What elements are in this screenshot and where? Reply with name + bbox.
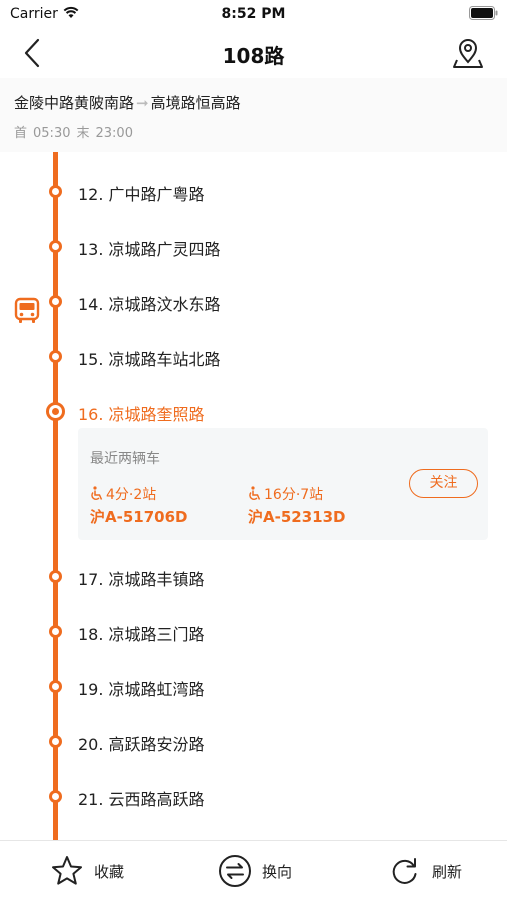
route-hours: 首 05:30 末 23:00 xyxy=(14,122,139,141)
refresh-label: 刷新 xyxy=(432,862,463,881)
bus-eta-text: 16分·7站 xyxy=(264,487,324,503)
arrival-card-title: 最近两辆车 xyxy=(90,451,160,467)
bus-eta: 4分·2站 xyxy=(90,484,156,504)
bus-icon xyxy=(14,297,40,323)
route-track-line xyxy=(53,152,58,840)
route-direction: 金陵中路黄陂南路➞高境路恒高路 xyxy=(14,92,241,113)
station-item[interactable]: 13. 凉城路广灵四路 xyxy=(78,240,221,259)
switch-direction-button[interactable]: 换向 xyxy=(218,854,292,888)
station-item[interactable]: 21. 云西路高跃路 xyxy=(78,790,205,809)
station-dot xyxy=(49,350,62,363)
wheelchair-icon xyxy=(249,486,261,501)
station-dot xyxy=(49,570,62,583)
arrow-right-icon: ➞ xyxy=(136,94,149,112)
station-item[interactable]: 14. 凉城路汶水东路 xyxy=(78,295,221,314)
station-item[interactable]: 17. 凉城路丰镇路 xyxy=(78,570,205,589)
map-location-button[interactable] xyxy=(451,36,485,70)
status-time: 8:52 PM xyxy=(221,6,286,22)
refresh-button[interactable]: 刷新 xyxy=(388,854,462,888)
wheelchair-icon xyxy=(91,486,103,501)
last-bus-label: 末 xyxy=(76,126,90,141)
current-station-dot xyxy=(46,402,65,421)
station-item[interactable]: 19. 凉城路虹湾路 xyxy=(78,680,205,699)
station-dot xyxy=(49,240,62,253)
switch-direction-label: 换向 xyxy=(262,862,293,881)
station-item[interactable]: 20. 高跃路安汾路 xyxy=(78,735,205,754)
station-item[interactable]: 15. 凉城路车站北路 xyxy=(78,350,221,369)
bus-eta-text: 4分·2站 xyxy=(106,487,157,503)
station-item-selected[interactable]: 16. 凉城路奎照路 xyxy=(78,405,205,424)
first-bus-time: 05:30 xyxy=(33,126,71,141)
back-button[interactable] xyxy=(16,36,50,70)
station-dot xyxy=(49,185,62,198)
favorite-label: 收藏 xyxy=(94,862,125,881)
battery-icon xyxy=(469,6,498,20)
bus-plate: 沪A-51706D xyxy=(90,508,188,526)
follow-button[interactable]: 关注 xyxy=(409,469,478,498)
station-dot xyxy=(49,680,62,693)
route-to: 高境路恒高路 xyxy=(150,94,241,112)
station-dot xyxy=(49,295,62,308)
station-item[interactable]: 12. 广中路广粤路 xyxy=(78,185,205,204)
station-list[interactable]: 12. 广中路广粤路 13. 凉城路广灵四路 14. 凉城路汶水东路 15. 凉… xyxy=(0,152,507,840)
arrival-card: 最近两辆车 4分·2站 沪A-51706D 16分·7站 沪A-52313D 关… xyxy=(78,428,488,540)
first-bus-label: 首 xyxy=(14,126,28,141)
favorite-button[interactable]: 收藏 xyxy=(50,854,124,888)
bottom-toolbar: 收藏 换向 刷新 xyxy=(0,840,507,900)
station-dot xyxy=(49,625,62,638)
page-title: 108路 xyxy=(222,44,285,68)
route-from: 金陵中路黄陂南路 xyxy=(14,94,135,112)
refresh-icon xyxy=(392,858,417,884)
station-dot xyxy=(49,735,62,748)
bus-eta: 16分·7站 xyxy=(248,484,323,504)
nav-bar: 108路 xyxy=(0,28,507,78)
route-header: 金陵中路黄陂南路➞高境路恒高路 首 05:30 末 23:00 xyxy=(0,78,507,152)
wifi-icon xyxy=(63,6,79,18)
carrier-label: Carrier xyxy=(10,6,58,22)
star-icon xyxy=(52,856,82,885)
switch-direction-icon xyxy=(219,855,251,887)
status-bar: Carrier 8:52 PM xyxy=(0,0,507,28)
station-dot xyxy=(49,790,62,803)
last-bus-time: 23:00 xyxy=(95,126,133,141)
station-item[interactable]: 18. 凉城路三门路 xyxy=(78,625,205,644)
bus-plate: 沪A-52313D xyxy=(248,508,346,526)
